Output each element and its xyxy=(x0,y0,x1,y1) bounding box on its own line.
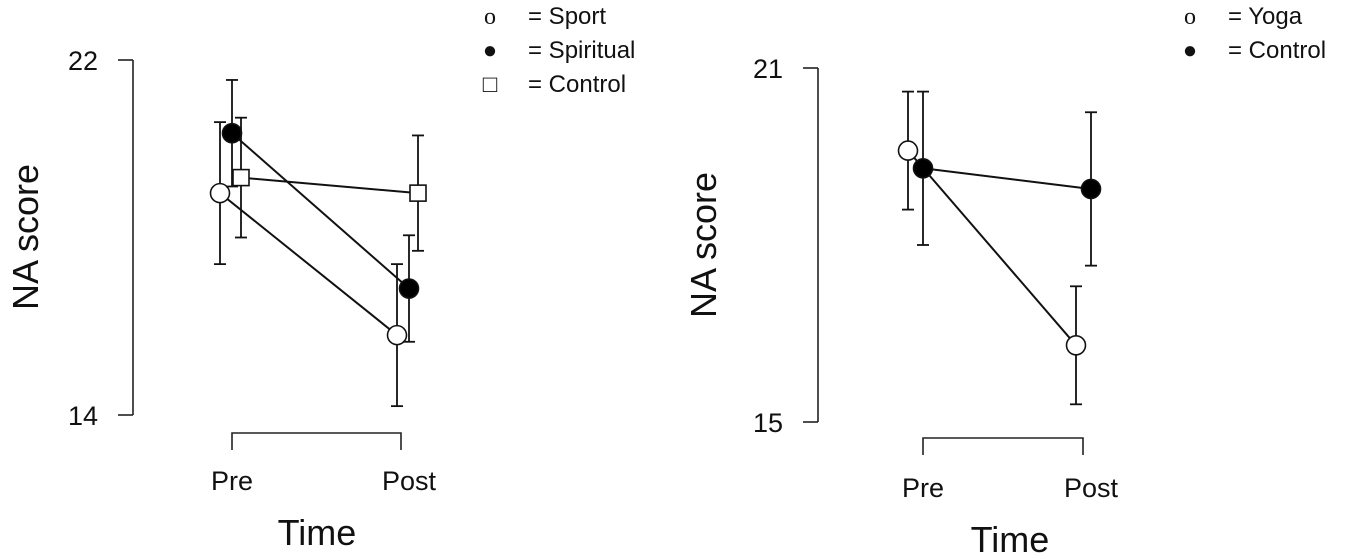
chart-1-y-tick-label: 22 xyxy=(68,46,98,76)
chart-2-y-tick-label: 21 xyxy=(753,54,783,84)
chart-1-data-point xyxy=(209,182,231,204)
chart-1-x-tick-label: Pre xyxy=(211,466,253,496)
chart-2-series-line xyxy=(907,149,1077,346)
chart-2-legend-symbol: o xyxy=(1184,4,1196,30)
chart-2-data-point xyxy=(897,140,919,161)
chart-2-legend-label: = Yoga xyxy=(1228,3,1303,30)
chart-1-data-point xyxy=(232,168,250,187)
chart-2-x-axis xyxy=(922,437,1084,455)
chart-1-x-axis xyxy=(231,432,402,450)
chart-2-data-point xyxy=(1080,178,1102,200)
chart-1-legend-symbol: ● xyxy=(483,38,498,64)
chart-1-y-axis-title: NA score xyxy=(5,164,46,310)
chart-2-x-tick-label: Post xyxy=(1064,473,1119,503)
chart-1-legend-label: = Spiritual xyxy=(528,37,635,64)
chart-1-legend-symbol: o xyxy=(484,4,496,30)
chart-1-legend-label: = Control xyxy=(528,71,626,98)
chart-1-data-point xyxy=(221,122,243,144)
chart-1-x-tick-label: Post xyxy=(382,466,437,496)
chart-2-data-point xyxy=(912,158,934,179)
chart-1-data-point xyxy=(409,184,427,202)
chart-1-x-axis-title: Time xyxy=(278,512,357,553)
chart-2-x-tick-label: Pre xyxy=(902,473,944,503)
chart-1-legend-symbol: □ xyxy=(483,72,498,98)
chart-2-legend-symbol: ● xyxy=(1183,38,1198,64)
chart-2-legend-label: = Control xyxy=(1228,37,1326,64)
chart-1-series-line xyxy=(240,176,419,195)
chart-1-data-point xyxy=(386,324,408,346)
chart-1-legend-label: = Sport xyxy=(528,3,606,30)
chart-2-data-point xyxy=(1065,334,1087,356)
chart-2-y-tick-label: 15 xyxy=(753,408,783,438)
chart-2-x-axis-title: Time xyxy=(971,519,1050,559)
chart-1-data-point xyxy=(398,278,420,299)
chart-1-series-line xyxy=(219,192,398,336)
chart-1-y-tick-label: 14 xyxy=(68,401,98,431)
chart-2-series-line xyxy=(922,167,1092,190)
chart-1-series-line xyxy=(231,132,410,290)
chart-2-y-axis-title: NA score xyxy=(683,172,724,318)
